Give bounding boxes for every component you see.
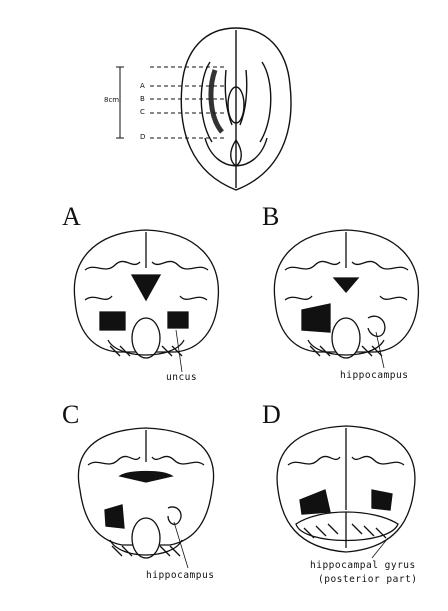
panel-b-letter: B — [262, 202, 281, 231]
panel-c-annotation: hippocampus — [146, 570, 215, 581]
panel-a-annotation: uncus — [166, 372, 198, 383]
section-a-drawing — [73, 229, 220, 353]
section-mark-c: C — [140, 108, 145, 116]
section-mark-d: D — [140, 133, 146, 141]
panel-d-annotation-2: (posterior part) — [318, 574, 418, 585]
panel-b-annotation: hippocampus — [340, 370, 409, 381]
panel-d-letter: D — [262, 400, 282, 429]
scale-label: 8cm. — [104, 96, 122, 104]
panel-c-letter: C — [62, 400, 81, 429]
panel-a-letter: A — [62, 202, 82, 231]
section-mark-a: A — [140, 82, 145, 90]
section-mark-b: B — [140, 95, 145, 103]
panel-d-annotation: hippocampal gyrus — [310, 560, 416, 571]
